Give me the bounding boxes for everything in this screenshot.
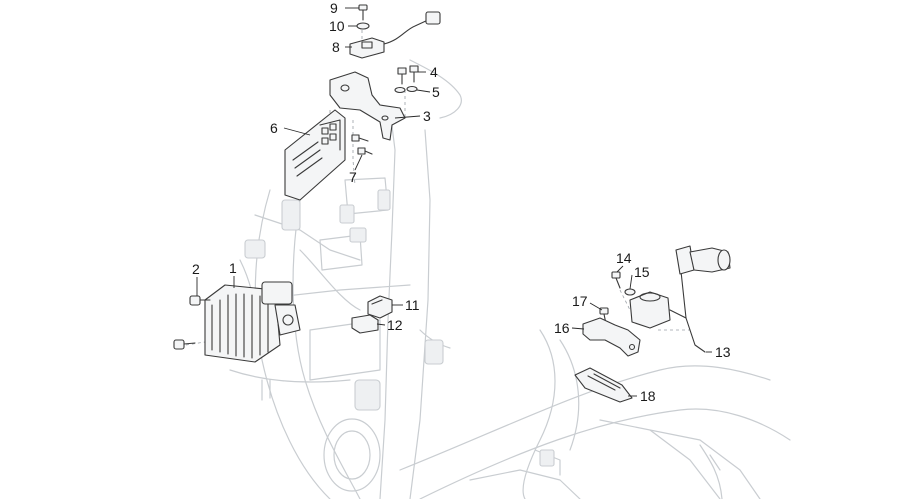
part-5-washers: [394, 85, 418, 94]
callout-7: 7: [349, 169, 357, 185]
callout-1: 1: [229, 260, 237, 276]
scooter-frame-ghost: [229, 59, 791, 499]
part-3-bracket: [329, 71, 406, 141]
callout-9: 9: [330, 0, 338, 16]
part-13-ignition-coil: [629, 245, 731, 353]
callout-labels: 9 10 8 4 5 3 6 7 2 1 11 12 14 15 17 16 1…: [192, 0, 731, 404]
leader-lines: [196, 7, 712, 397]
callout-2: 2: [192, 261, 200, 277]
part-15-washer: [624, 288, 636, 296]
part-1-voltage-regulator: [204, 281, 301, 363]
callout-17: 17: [572, 293, 588, 309]
part-2-bolts: [173, 295, 211, 350]
part-4-screws: [397, 65, 419, 85]
part-8-sensor: [349, 11, 441, 59]
callout-12: 12: [387, 317, 403, 333]
callout-15: 15: [634, 264, 650, 280]
part-9-screw: [358, 4, 368, 21]
callout-16: 16: [554, 320, 570, 336]
callout-11: 11: [405, 297, 420, 313]
callout-5: 5: [432, 84, 440, 100]
part-6-control-unit: [284, 109, 346, 201]
callout-3: 3: [423, 108, 431, 124]
callout-18: 18: [640, 388, 656, 404]
part-12-relay-holder: [351, 314, 379, 334]
callout-4: 4: [430, 64, 438, 80]
part-18-cover-plate: [574, 367, 633, 403]
part-16-bracket: [582, 317, 641, 357]
part-10-washer: [356, 22, 370, 30]
callout-10: 10: [329, 18, 345, 34]
callout-8: 8: [332, 39, 340, 55]
part-11-relay: [367, 295, 393, 319]
part-14-screw: [611, 271, 621, 289]
callout-6: 6: [270, 120, 278, 136]
callout-14: 14: [616, 250, 632, 266]
part-7-screws: [351, 134, 373, 155]
callout-13: 13: [715, 344, 731, 360]
